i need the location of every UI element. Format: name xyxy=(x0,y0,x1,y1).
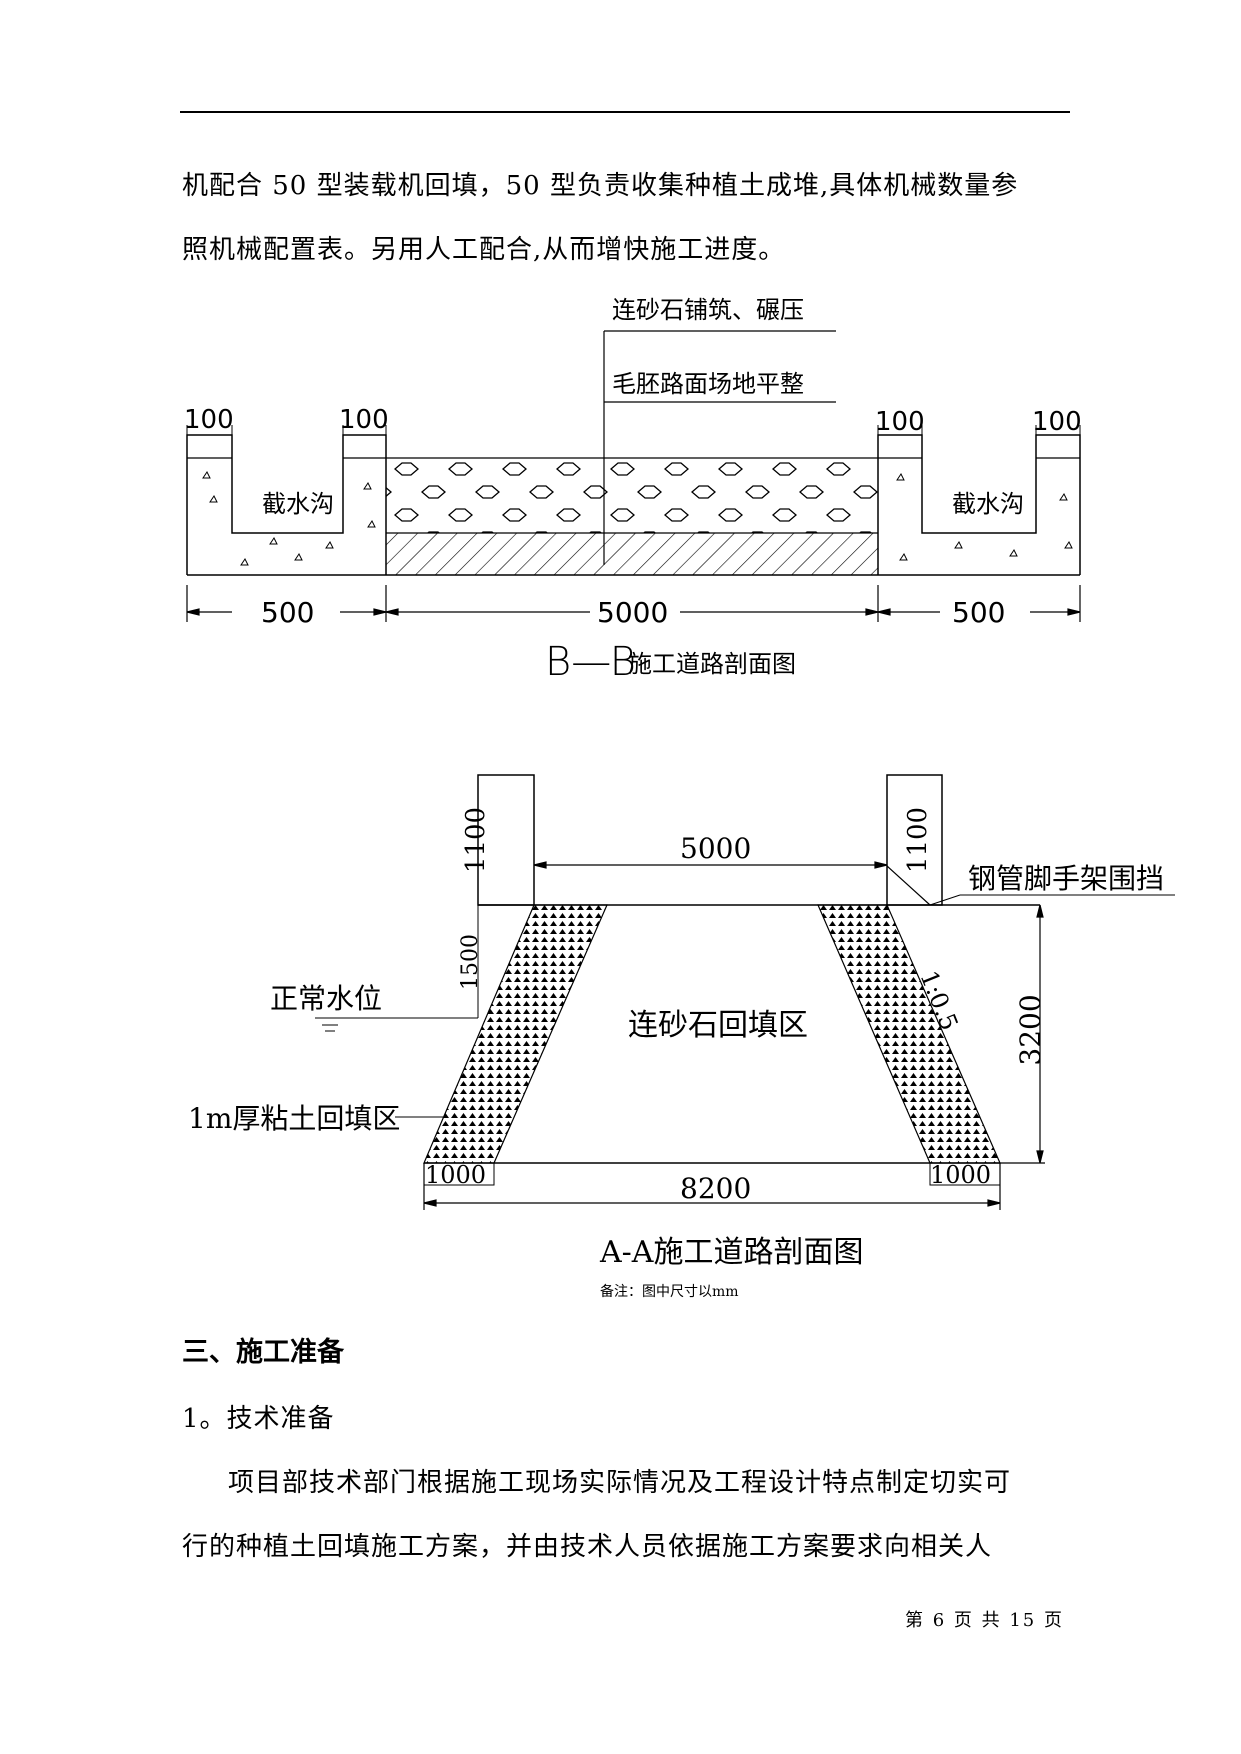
bb-callout-bottom: 毛胚路面场地平整 xyxy=(612,370,804,398)
aa-note: 备注：图中尺寸以mm xyxy=(600,1284,739,1300)
section-heading: 三、施工准备 xyxy=(182,1337,344,1368)
bb-dim-100-b: 100 xyxy=(339,405,389,435)
body-line-2: 照机械配置表。另用人工配合,从而增快施工进度。 xyxy=(182,235,786,265)
subheading-technical-prep: 1。技术准备 xyxy=(182,1404,335,1434)
page-footer: 第 6 页 共 15 页 xyxy=(905,1610,1064,1631)
header-rule xyxy=(180,111,1070,113)
bb-caption: 施工道路剖面图 xyxy=(628,650,796,678)
aa-dim-8200: 8200 xyxy=(680,1172,751,1205)
aa-fence-label: 钢管脚手架围挡 xyxy=(968,862,1164,895)
aa-dim-1100-left: 1100 xyxy=(461,807,491,873)
aa-dim-1000-right: 1000 xyxy=(930,1161,991,1189)
body-para-line-1: 项目部技术部门根据施工现场实际情况及工程设计特点制定切实可 xyxy=(228,1468,1012,1498)
bb-caption-prefix: B—B xyxy=(545,639,636,685)
bb-ditch-left-label: 截水沟 xyxy=(262,490,334,518)
aa-caption: A-A施工道路剖面图 xyxy=(599,1235,863,1270)
body-para-line-2: 行的种植土回填施工方案，并由技术人员依据施工方案要求向相关人 xyxy=(182,1532,993,1562)
bb-dim-500-left: 500 xyxy=(261,596,314,629)
bb-dim-100-a: 100 xyxy=(184,405,234,435)
aa-section-diagram: 5000 1100 1100 钢管脚手架围挡 1500 正常水位 连砂石回填区 … xyxy=(188,774,1175,1270)
bb-dim-5000: 5000 xyxy=(597,596,668,629)
bb-section-diagram: 连砂石铺筑、碾压 毛胚路面场地平整 截水沟 截水沟 xyxy=(184,296,1082,685)
aa-dim-3200: 3200 xyxy=(1014,994,1047,1065)
aa-dim-1000-left: 1000 xyxy=(425,1161,486,1189)
bb-dim-100-d: 100 xyxy=(1032,407,1082,437)
aa-dim-5000: 5000 xyxy=(680,832,751,865)
aa-dim-1100-right: 1100 xyxy=(903,807,933,873)
bb-dim-500-right: 500 xyxy=(952,596,1005,629)
aa-fill-label: 连砂石回填区 xyxy=(628,1008,808,1043)
bb-dim-100-c: 100 xyxy=(875,407,925,437)
body-line-1: 机配合 50 型装载机回填，50 型负责收集种植土成堆,具体机械数量参 xyxy=(182,171,1019,201)
aa-water-label: 正常水位 xyxy=(270,982,382,1015)
bb-callout-top: 连砂石铺筑、碾压 xyxy=(612,296,804,324)
bb-ditch-right-label: 截水沟 xyxy=(952,490,1024,518)
aa-clay-label: 1m厚粘土回填区 xyxy=(188,1102,400,1135)
aa-dim-1500: 1500 xyxy=(458,934,483,990)
